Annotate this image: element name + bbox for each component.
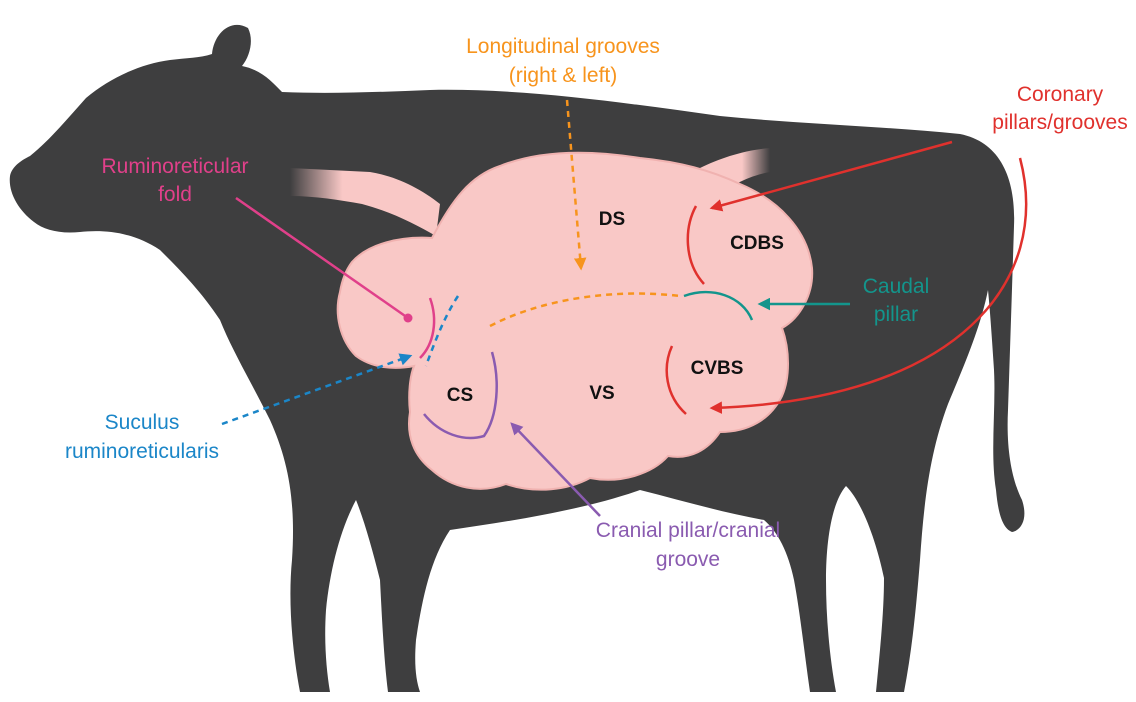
region-label-cdbs: CDBS (730, 233, 784, 254)
label-line: ruminoreticularis (65, 440, 219, 463)
label-line: Suculus (105, 411, 180, 434)
label-coronary-pillars: Coronary pillars/grooves (992, 83, 1127, 134)
label-line: groove (656, 548, 720, 571)
region-label-cvbs: CVBS (691, 358, 744, 379)
label-line: Longitudinal grooves (466, 35, 660, 58)
label-line: pillars/grooves (992, 111, 1127, 134)
label-line: Coronary (1017, 83, 1104, 106)
label-suculus-ruminoreticularis: Suculus ruminoreticularis (65, 411, 219, 463)
label-line: Cranial pillar/cranial (596, 519, 780, 542)
label-line: pillar (874, 303, 918, 326)
label-cranial-pillar: Cranial pillar/cranial groove (596, 519, 780, 571)
label-line: fold (158, 183, 192, 206)
region-label-vs: VS (589, 383, 614, 404)
ruminoreticular-dot (404, 314, 413, 323)
label-line: (right & left) (509, 64, 618, 87)
label-longitudinal-grooves: Longitudinal grooves (right & left) (466, 35, 660, 87)
label-line: Caudal (863, 275, 930, 298)
region-label-ds: DS (599, 209, 625, 230)
label-line: Ruminoreticular (101, 155, 248, 178)
region-label-cs: CS (447, 385, 473, 406)
